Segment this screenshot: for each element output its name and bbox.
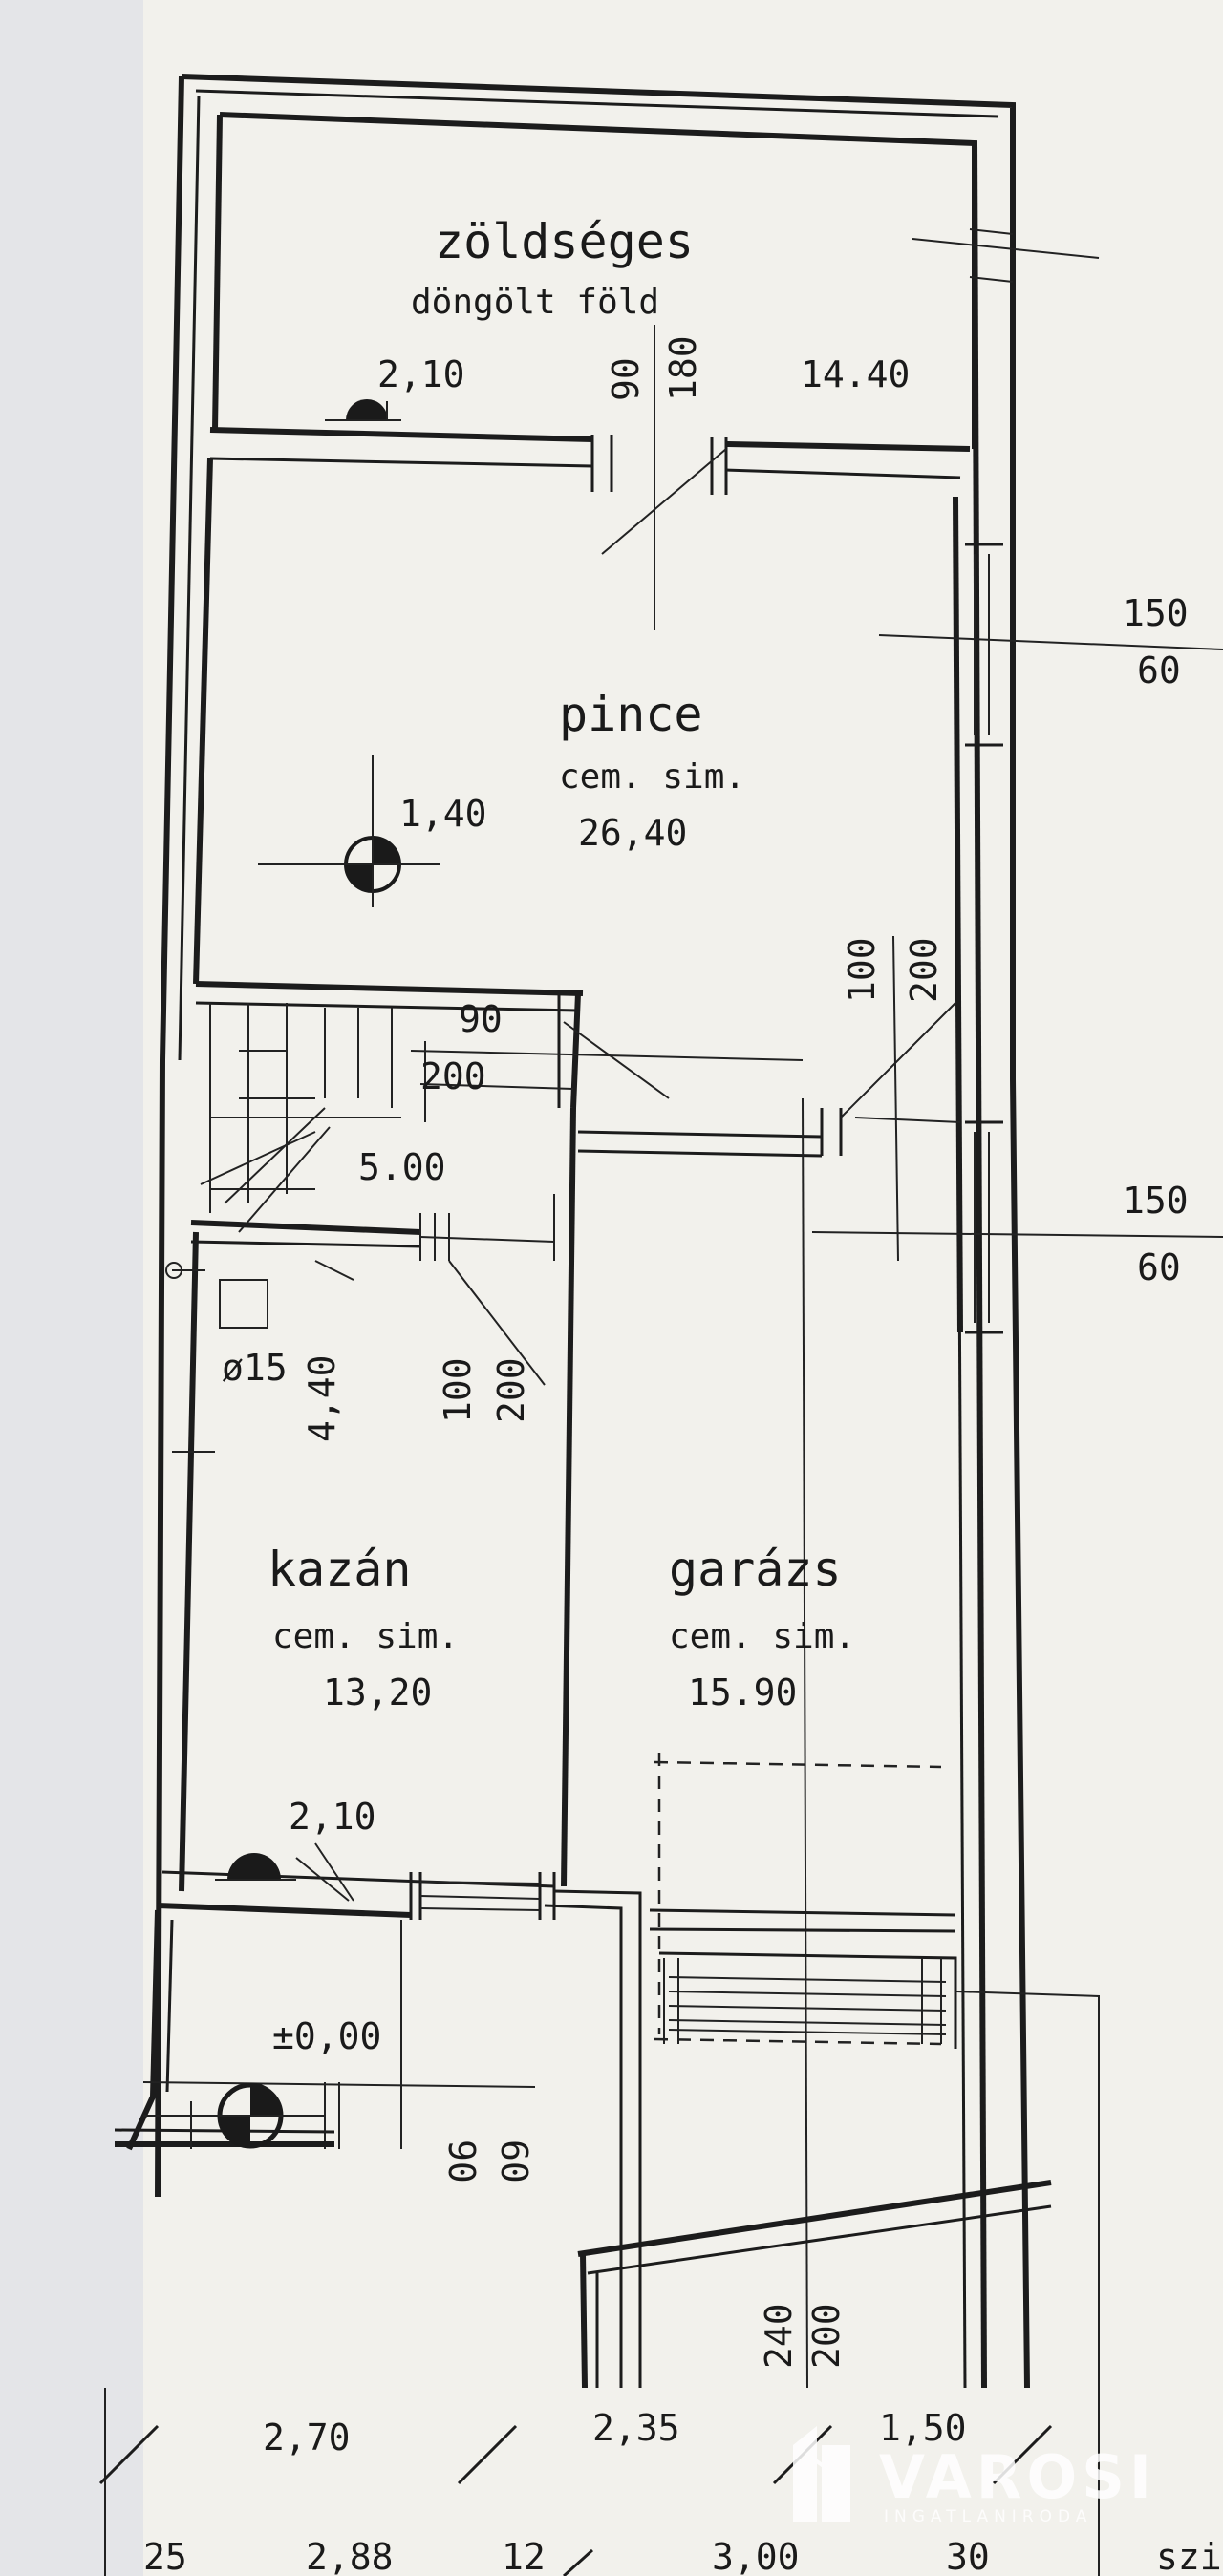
- top-door-width: 90: [605, 357, 647, 401]
- watermark-name: VAROSI: [879, 2442, 1156, 2512]
- room-zoldseges-walls: [209, 112, 1100, 630]
- dim-row2-b: 2,88: [306, 2536, 394, 2576]
- paper-shadow: [0, 0, 143, 2576]
- dim-row1-a: 2,70: [263, 2416, 351, 2459]
- room-garazs-walls: [544, 1097, 1100, 2576]
- window-lower-height: 60: [1137, 1246, 1181, 1288]
- garazs-floor: cem. sim.: [669, 1617, 855, 1656]
- kazan-area: 13,20: [323, 1671, 432, 1714]
- entrance-door-width: 90: [440, 2140, 483, 2183]
- zoldseges-area: 14.40: [801, 353, 910, 395]
- landing-door-height: 200: [420, 1055, 486, 1097]
- zoldseges-floor: döngölt föld: [411, 283, 659, 322]
- zoldseges-level: 2,10: [377, 353, 465, 395]
- level-marker-kazan: [215, 1853, 350, 1902]
- kazan-level: 2,10: [289, 1796, 376, 1838]
- watermark: VAROSI INGATLANIRODA: [793, 2426, 1156, 2526]
- zoldseges-name: zöldséges: [435, 214, 694, 269]
- entrance-area: [114, 1909, 536, 2151]
- dim-row1-b: 2,35: [592, 2407, 680, 2449]
- room-pince-walls: [193, 458, 1223, 1334]
- dim-row2-c: 12: [502, 2536, 546, 2576]
- landing-area: 5.00: [358, 1146, 446, 1188]
- dim-row2-a: 25: [143, 2536, 187, 2576]
- kazan-floor: cem. sim.: [272, 1617, 459, 1656]
- kazan-door-width: 100: [437, 1357, 479, 1423]
- entrance-door-height: 60: [493, 2140, 535, 2183]
- dim-row1-c: 1,50: [879, 2407, 967, 2449]
- pince-area: 26,40: [578, 812, 687, 854]
- garazs-name: garázs: [669, 1542, 842, 1597]
- garage-gate-width: 240: [758, 2303, 800, 2369]
- level-marker-zoldseges: [325, 399, 401, 421]
- entrance-level: ±0,00: [272, 2015, 381, 2057]
- pince-level: 1,40: [399, 793, 487, 835]
- top-door-height: 180: [662, 335, 704, 401]
- kazan-door-height: 200: [490, 1357, 532, 1423]
- level-marker-pince: [258, 755, 440, 907]
- landing-door-width: 90: [459, 998, 503, 1040]
- window-upper-height: 60: [1137, 649, 1181, 692]
- garazs-area: 15.90: [688, 1671, 797, 1714]
- garage-door-width: 100: [841, 937, 883, 1003]
- window-upper-width: 150: [1123, 592, 1189, 634]
- dim-row2-e: 30: [946, 2536, 990, 2576]
- level-marker-entrance: [143, 2082, 325, 2149]
- garage-gate-height: 200: [805, 2303, 848, 2369]
- watermark-logo-icon: [793, 2426, 850, 2522]
- room-kazan-walls: [157, 1231, 556, 1920]
- window-lower-width: 150: [1123, 1180, 1189, 1222]
- pince-floor: cem. sim.: [559, 757, 745, 797]
- stair-area: [190, 981, 804, 1386]
- outer-walls: [155, 74, 1030, 2389]
- watermark-tagline: INGATLANIRODA: [884, 2507, 1092, 2526]
- kazan-name: kazán: [268, 1542, 412, 1597]
- dim-edge-text: szi: [1156, 2536, 1222, 2576]
- garage-door-height: 200: [903, 937, 945, 1003]
- pince-name: pince: [559, 687, 703, 742]
- kazan-length: 4,40: [301, 1354, 343, 1442]
- chimney-label: ø15: [222, 1347, 288, 1389]
- dim-row2-d: 3,00: [712, 2536, 800, 2576]
